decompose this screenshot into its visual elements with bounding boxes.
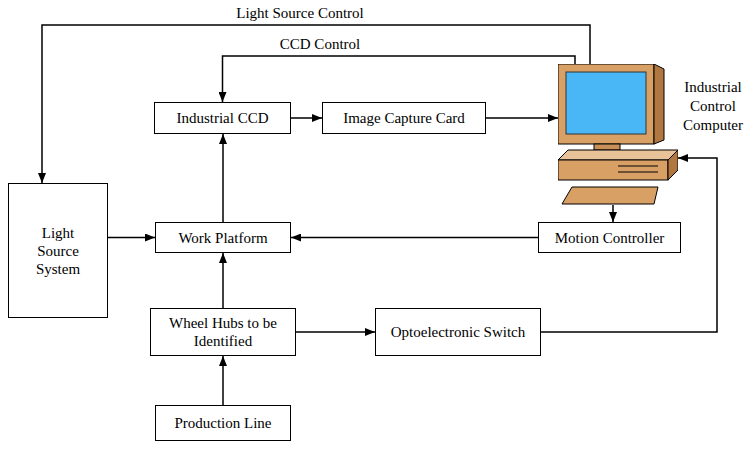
box-label: Optoelectronic Switch <box>391 323 526 341</box>
process-box: Optoelectronic Switch <box>375 308 541 356</box>
process-box: Light Source System <box>8 183 108 318</box>
connector-label: CCD Control <box>278 36 362 53</box>
monitor-stand <box>594 144 620 150</box>
case-top <box>558 150 678 160</box>
case-front <box>558 160 668 180</box>
monitor-screen <box>566 72 646 134</box>
connector-arrow <box>291 237 538 239</box>
box-label: Motion Controller <box>555 229 665 247</box>
process-box: Wheel Hubs to be Identified <box>150 308 296 356</box>
connector-arrow <box>486 117 558 119</box>
process-box: Industrial CCD <box>154 102 291 134</box>
connector-group <box>42 25 717 405</box>
connector-arrow <box>222 356 224 405</box>
connector-arrow <box>541 158 717 332</box>
process-box: Motion Controller <box>538 222 681 253</box>
monitor-side <box>654 64 664 144</box>
computer-node: Industrial Control Computer <box>558 64 678 205</box>
box-label: Work Platform <box>178 229 267 247</box>
connector-label: Light Source Control <box>234 5 366 22</box>
drive-slot <box>618 172 658 173</box>
case-side <box>668 150 678 180</box>
connector-arrow <box>222 253 224 308</box>
connector-arrow <box>42 25 590 183</box>
computer-illustration <box>558 64 678 205</box>
box-label: Production Line <box>174 414 271 432</box>
monitor-body <box>558 64 654 144</box>
box-label: Wheel Hubs to be Identified <box>151 314 295 350</box>
process-box: Image Capture Card <box>322 102 486 134</box>
process-box: Production Line <box>155 405 291 441</box>
drive-slot <box>618 166 658 167</box>
box-label: Image Capture Card <box>343 109 465 127</box>
connector-arrow <box>296 331 375 333</box>
connector-arrow <box>612 205 614 222</box>
process-box: Work Platform <box>155 222 291 253</box>
connector-arrow <box>222 134 224 222</box>
box-label: Industrial CCD <box>176 109 268 127</box>
connector-arrow <box>223 56 576 102</box>
connector-arrow <box>291 117 322 119</box>
keyboard <box>562 187 658 204</box>
computer-label: Industrial Control Computer <box>681 78 745 135</box>
connector-arrow <box>108 237 155 239</box>
box-label: Light Source System <box>28 224 88 278</box>
